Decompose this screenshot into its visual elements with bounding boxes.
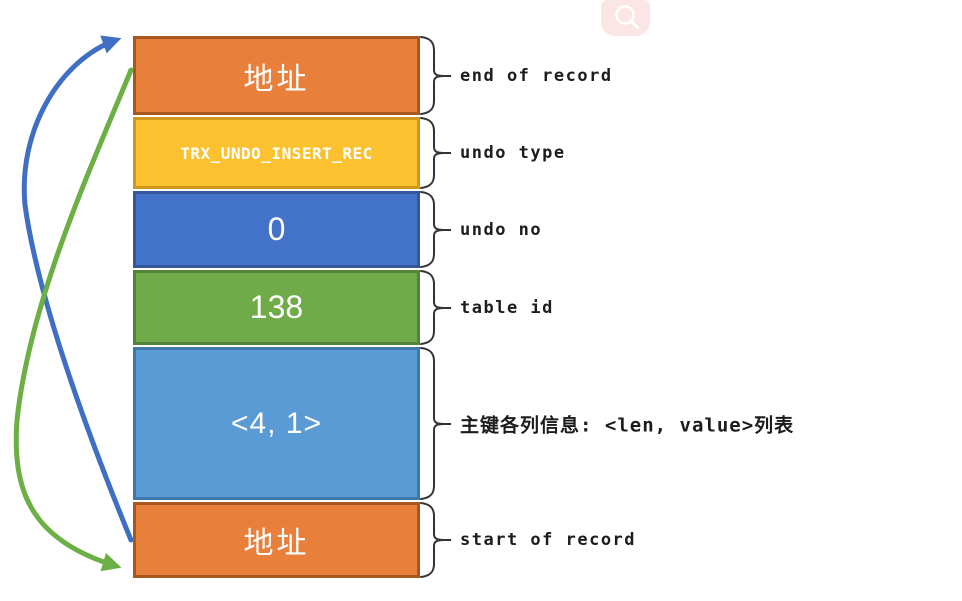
annotation-undo-no: undo no bbox=[460, 220, 543, 240]
field-primary-key-columns: <4, 1> bbox=[133, 347, 420, 500]
arrow-address-to-start-of-record bbox=[13, 67, 134, 572]
field-value: <4, 1> bbox=[230, 406, 323, 440]
field-value: 地址 bbox=[243, 62, 310, 96]
field-bracket bbox=[420, 270, 451, 345]
annotation-primary-key-columns: 主键各列信息: <len, value>列表 bbox=[460, 414, 795, 437]
field-value: 0 bbox=[267, 211, 286, 247]
field-bracket bbox=[420, 191, 451, 268]
field-bracket bbox=[420, 36, 451, 115]
annotation-end-of-record: end of record bbox=[460, 66, 613, 86]
field-start-address: 地址 bbox=[133, 502, 420, 578]
search-badge[interactable] bbox=[601, 0, 650, 36]
field-value: 地址 bbox=[243, 527, 310, 560]
search-icon bbox=[614, 5, 639, 30]
field-bracket bbox=[420, 117, 451, 189]
field-undo-no: 0 bbox=[133, 191, 420, 268]
annotation-table-id: table id bbox=[460, 298, 554, 318]
field-table-id: 138 bbox=[133, 270, 420, 345]
annotation-start-of-record: start of record bbox=[460, 530, 637, 550]
field-end-address: 地址 bbox=[133, 36, 420, 115]
annotation-undo-type: undo type bbox=[460, 143, 566, 163]
field-value: TRX_UNDO_INSERT_REC bbox=[180, 143, 373, 163]
field-value: 138 bbox=[249, 289, 304, 325]
field-brackets bbox=[420, 36, 451, 578]
arrow-address-to-end-of-record bbox=[21, 35, 134, 543]
field-bracket bbox=[420, 347, 451, 500]
field-undo-type: TRX_UNDO_INSERT_REC bbox=[133, 117, 420, 189]
field-bracket bbox=[420, 502, 451, 578]
